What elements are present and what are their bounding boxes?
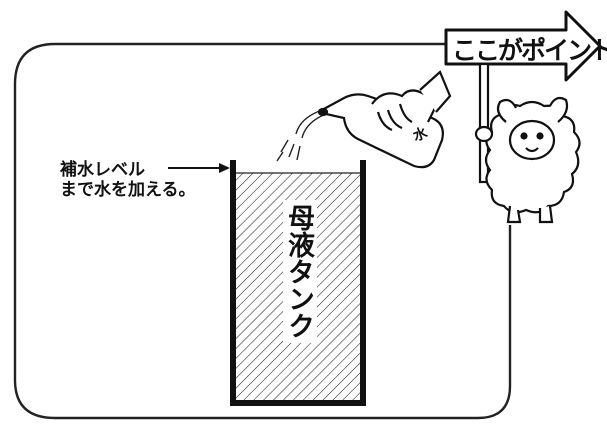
annotation-line-1: 補水レベル (60, 160, 145, 180)
tank-walls (230, 160, 366, 406)
sign-pole (478, 62, 490, 184)
water-level-annotation: 補水レベル まで水を加える。 (60, 160, 196, 200)
sign-label: ここがポイント (452, 36, 607, 65)
annotation-line-2: まで水を加える。 (60, 180, 196, 200)
hand (371, 70, 452, 132)
water-spray (276, 109, 327, 162)
sheep-mascot (474, 96, 581, 224)
level-arrow-head (219, 163, 230, 173)
tank-label: 母液タンク (283, 200, 317, 343)
frame-border (13, 42, 512, 420)
